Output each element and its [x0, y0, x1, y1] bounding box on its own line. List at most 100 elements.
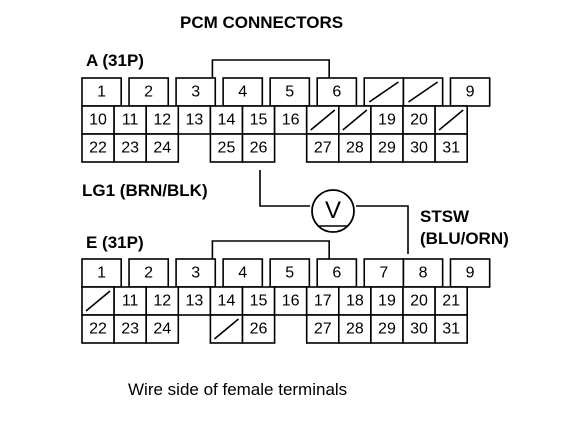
conn-e-cell [145, 314, 180, 344]
conn-a-pin-number: 27 [314, 140, 332, 157]
connector-a-label: A (31P) [86, 51, 144, 70]
conn-e-pin-number: 7 [379, 265, 388, 282]
caption: Wire side of female terminals [128, 380, 347, 399]
conn-e-pin-number: 23 [121, 321, 139, 338]
conn-a-pin-number: 16 [282, 112, 300, 129]
conn-e-pin-number: 21 [442, 293, 460, 310]
conn-e-cell [337, 314, 372, 344]
conn-a-pin-number: 15 [250, 112, 268, 129]
conn-a-pin-number: 29 [378, 140, 396, 157]
conn-e-pin-number: 13 [185, 293, 203, 310]
conn-e-pin-number: 15 [250, 293, 268, 310]
conn-e-pin-number: 12 [153, 293, 171, 310]
diagram-title: PCM CONNECTORS [180, 13, 343, 32]
conn-a-pin-number: 14 [218, 112, 236, 129]
conn-a-lock-tab [211, 59, 330, 78]
conn-a-pin-number: 12 [153, 112, 171, 129]
lg1-probe-wire [259, 170, 310, 207]
conn-a-pin-number: 4 [238, 84, 247, 101]
conn-a-pin-number: 1 [97, 84, 106, 101]
conn-a-cell [449, 77, 491, 107]
conn-a-blank-slash [407, 81, 439, 103]
conn-e-cell [113, 286, 147, 316]
conn-a-pin-number: 10 [89, 112, 107, 129]
conn-e-pin-number: 1 [97, 265, 106, 282]
conn-e-cell [273, 286, 308, 316]
conn-a-cell [113, 133, 147, 163]
conn-e-cell [434, 286, 469, 316]
conn-e-lock-tab [211, 240, 330, 259]
conn-e-cell [402, 258, 444, 288]
conn-e-pin-number: 29 [378, 321, 396, 338]
conn-a-pin-number: 24 [153, 140, 171, 157]
conn-e-cell [305, 314, 340, 344]
conn-e-cell [449, 258, 491, 288]
conn-a-pin-number: 2 [144, 84, 153, 101]
conn-a-pin-number: 5 [285, 84, 294, 101]
conn-a-cell [337, 133, 372, 163]
voltmeter-symbol: V [325, 197, 341, 224]
conn-e-pin-number: 8 [419, 265, 428, 282]
conn-e-cell [402, 314, 436, 344]
conn-e-blank-slash [213, 318, 240, 340]
conn-e-pin-number: 27 [314, 321, 332, 338]
conn-e-blank-slash [85, 290, 111, 312]
conn-e-pin-number: 20 [410, 293, 428, 310]
conn-e-pin-number: 19 [378, 293, 396, 310]
conn-e-cell [370, 314, 404, 344]
conn-e-pin-number: 4 [238, 265, 247, 282]
conn-e-cell [241, 314, 276, 344]
conn-a-pin-number: 23 [121, 140, 139, 157]
conn-a-cell [81, 133, 115, 163]
conn-e-cell [363, 258, 405, 288]
conn-e-cell [113, 314, 147, 344]
lg1-probe-label: LG1 (BRN/BLK) [82, 181, 208, 200]
conn-a-cell [316, 77, 358, 107]
conn-e-pin-number: 18 [346, 293, 364, 310]
conn-a-pin-number: 26 [250, 140, 268, 157]
conn-e-pin-number: 6 [332, 265, 341, 282]
stsw-probe-label-line1: STSW [420, 207, 470, 226]
conn-a-cell [402, 133, 436, 163]
conn-a-cell [273, 105, 308, 135]
stsw-probe-label-line2: (BLU/ORN) [420, 229, 509, 248]
conn-e-cell [81, 314, 115, 344]
conn-a-cell [370, 105, 404, 135]
conn-a-pin-number: 13 [185, 112, 203, 129]
conn-a-pin-number: 20 [410, 112, 428, 129]
conn-a-blank-slash [368, 81, 399, 103]
conn-e-cell [370, 286, 404, 316]
conn-a-pin-number: 25 [218, 140, 236, 157]
conn-e-pin-number: 2 [144, 265, 153, 282]
stsw-probe-wire [356, 205, 409, 254]
conn-a-blank-slash [438, 109, 464, 131]
conn-e-pin-number: 17 [314, 293, 332, 310]
conn-e-pin-number: 30 [410, 321, 428, 338]
conn-e-cell [175, 258, 217, 288]
conn-a-cell [222, 77, 264, 107]
conn-a-pin-number: 6 [332, 84, 341, 101]
conn-e-cell [434, 314, 469, 344]
conn-a-cell [145, 133, 180, 163]
conn-e-pin-number: 9 [466, 265, 475, 282]
conn-a-pin-number: 28 [346, 140, 364, 157]
conn-e-pin-number: 3 [191, 265, 200, 282]
conn-e-pin-number: 16 [282, 293, 300, 310]
conn-e-pin-number: 28 [346, 321, 364, 338]
conn-e-cell [209, 286, 244, 316]
conn-e-pin-number: 22 [89, 321, 107, 338]
conn-a-pin-number: 19 [378, 112, 396, 129]
conn-e-pin-number: 11 [122, 293, 139, 310]
conn-a-pin-number: 11 [122, 112, 139, 129]
conn-e-pin-number: 24 [153, 321, 171, 338]
conn-a-cell [434, 133, 469, 163]
connector-e-label: E (31P) [86, 233, 144, 252]
voltmeter-icon: V [311, 189, 355, 233]
conn-e-pin-number: 26 [250, 321, 268, 338]
conn-a-cell [241, 133, 276, 163]
conn-a-blank-slash [310, 109, 336, 131]
conn-a-pin-number: 30 [410, 140, 428, 157]
